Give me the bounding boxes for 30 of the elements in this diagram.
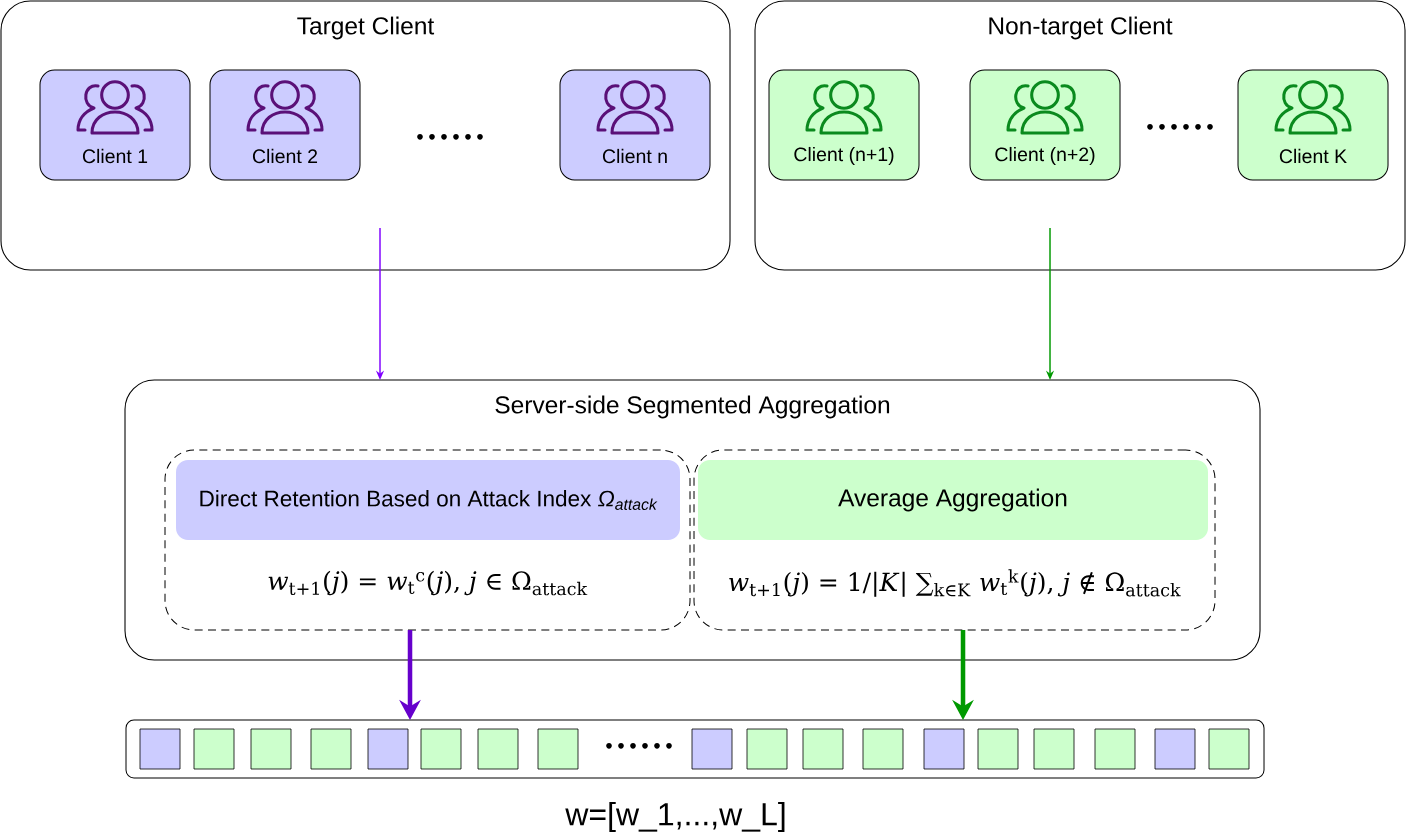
vector-cell (746, 728, 788, 770)
vector-cell (1208, 728, 1250, 770)
vector-cell (367, 728, 409, 770)
vector-cell (923, 728, 965, 770)
vector-cell (1094, 728, 1136, 770)
vector-cell (1154, 728, 1196, 770)
ellipsis: ...... (417, 134, 483, 140)
vector-cell (537, 728, 579, 770)
client-box: Client 2 (209, 69, 361, 181)
client-box: Client (n+2) (969, 69, 1121, 181)
vector-label: w=[w_1,...,w_L] (565, 802, 785, 832)
vector-cell (802, 728, 844, 770)
vector-cell (477, 728, 519, 770)
ellipsis: ...... (1147, 124, 1213, 130)
vector-cell (193, 728, 235, 770)
client-box: Client K (1237, 69, 1389, 181)
vector-cell (139, 728, 181, 770)
vector-cell (250, 728, 292, 770)
vector-cell (310, 728, 352, 770)
vector-cell (1033, 728, 1075, 770)
vector-cell (977, 728, 1019, 770)
vector-cell (691, 728, 733, 770)
client-box: Client n (559, 69, 711, 181)
heading-box: Direct Retention Based on Attack Index Ω$_{attack}$ (176, 460, 680, 540)
ellipsis: ...... (606, 743, 672, 749)
vector-cell (862, 728, 904, 770)
vector-cell (420, 728, 462, 770)
client-box: Client (n+1) (768, 69, 920, 181)
client-box: Client 1 (39, 69, 191, 181)
heading-box: Average Aggregation (698, 460, 1208, 540)
